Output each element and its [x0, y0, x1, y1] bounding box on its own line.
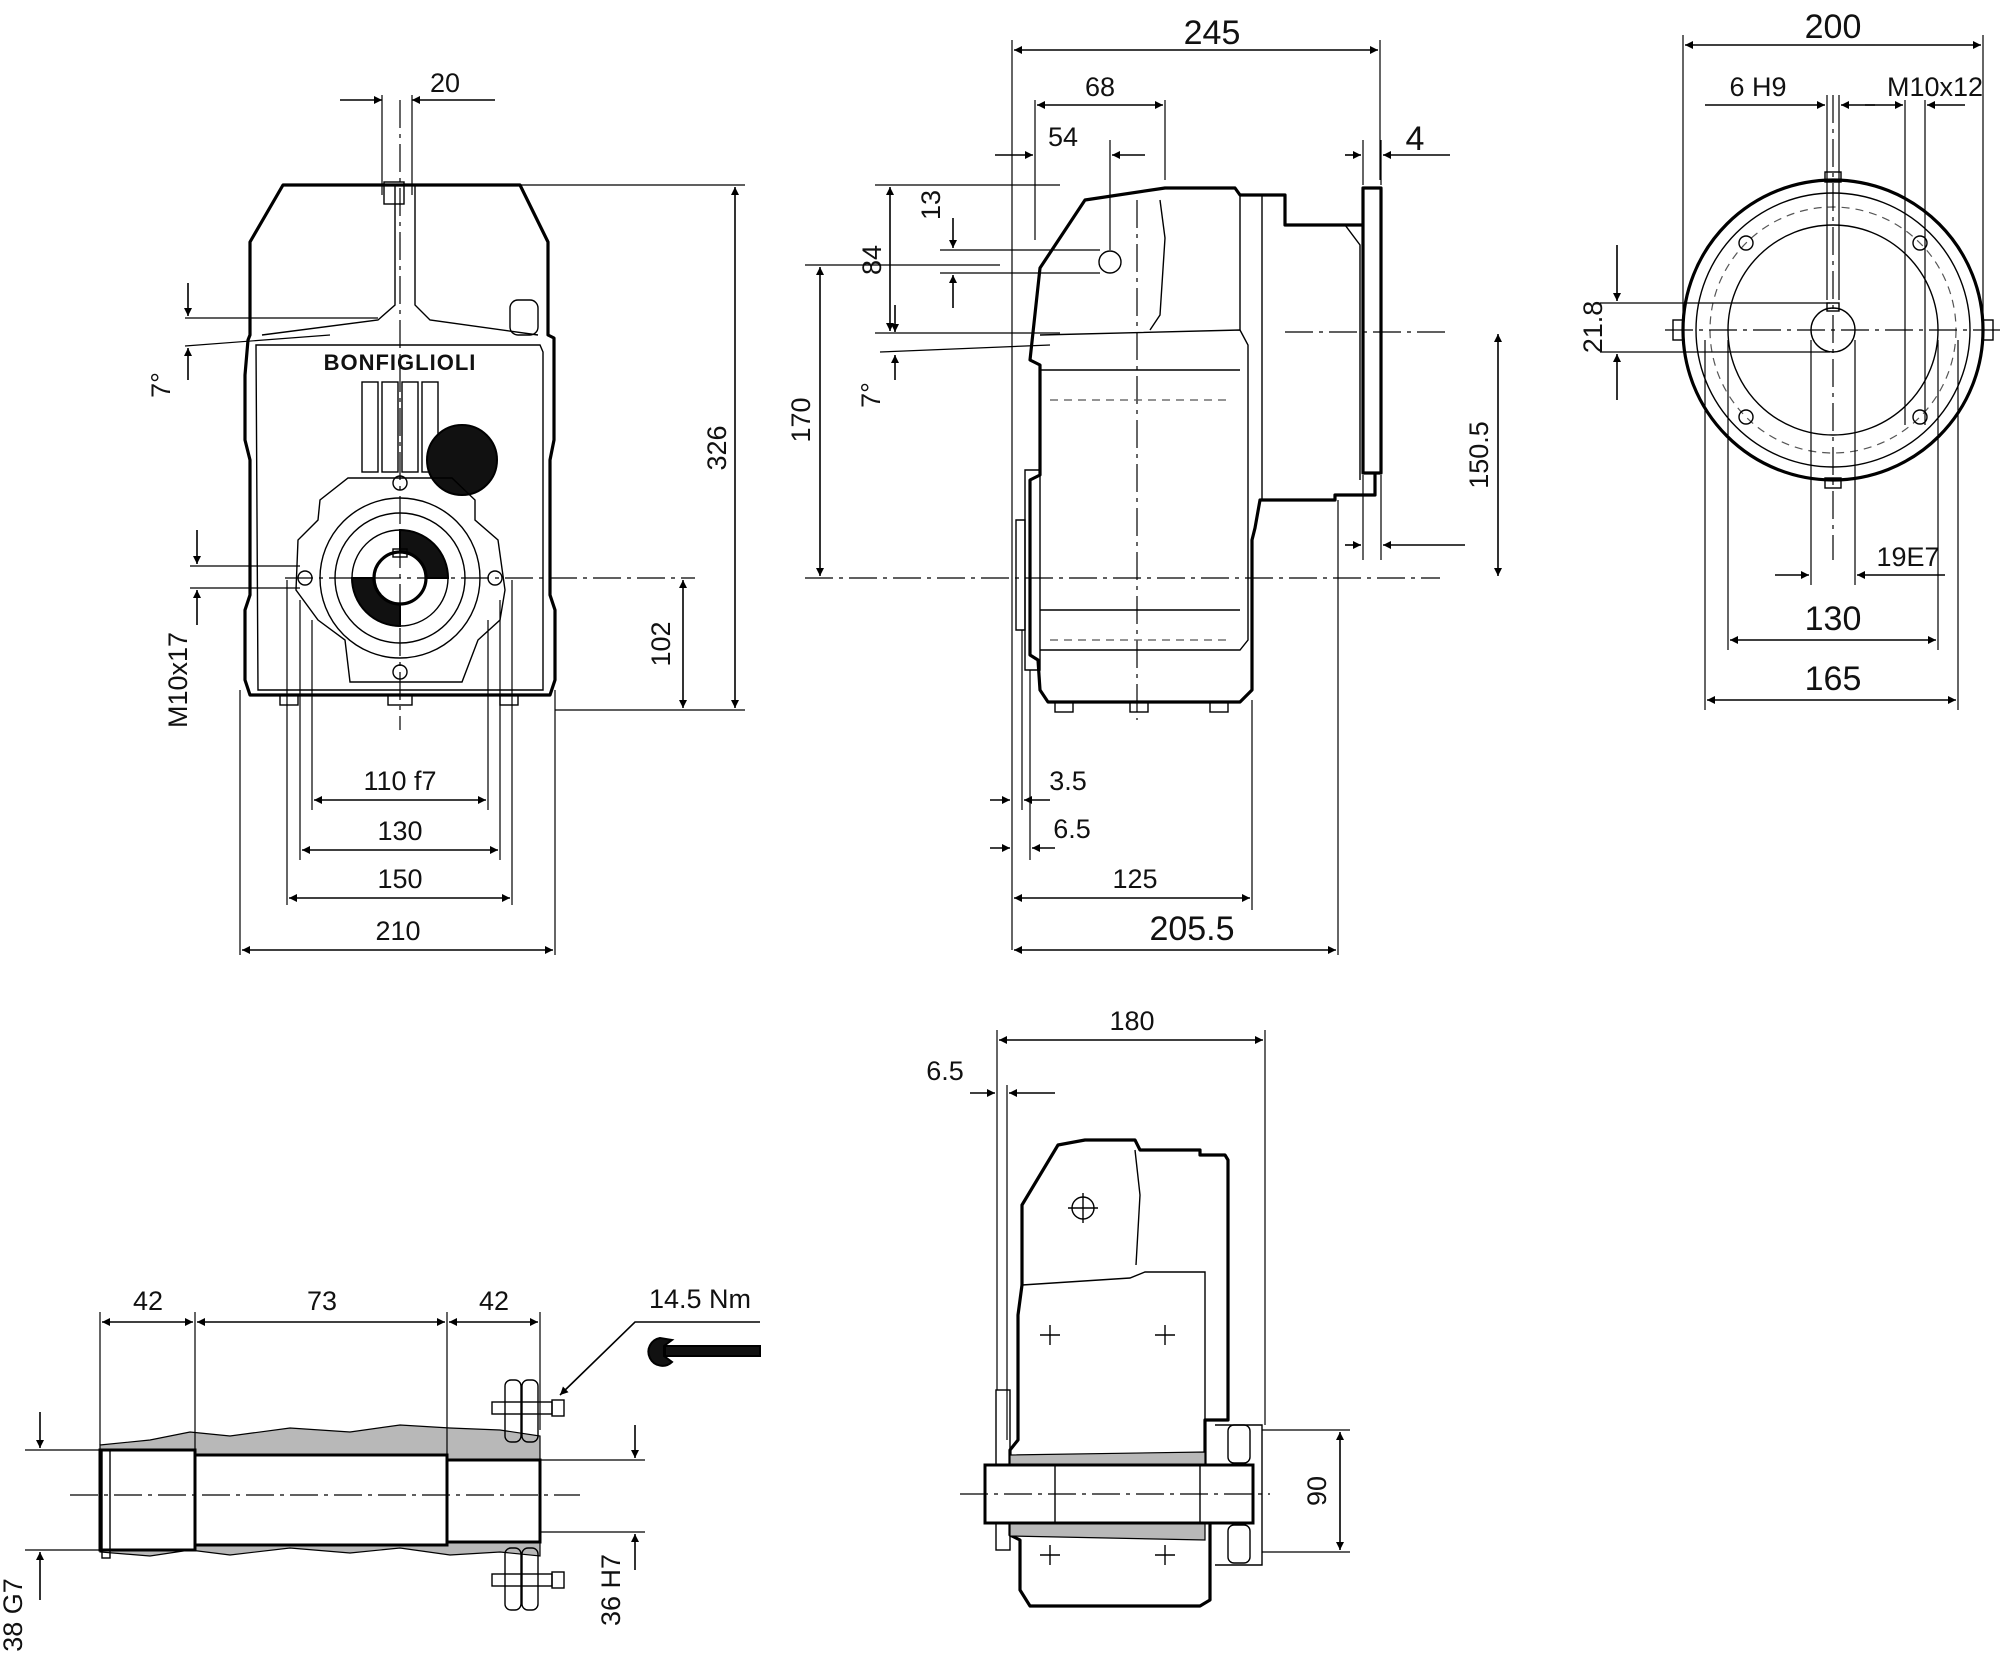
side-output-flange-rim	[1015, 519, 1026, 631]
dim-150-5: 150.5	[1464, 421, 1494, 489]
dim-170: 170	[786, 397, 816, 442]
bottom-view	[960, 1138, 1270, 1608]
dim-150: 150	[377, 864, 422, 894]
front-top-lug	[383, 181, 405, 205]
dim-130-flange: 130	[1805, 600, 1862, 638]
dim-205-5: 205.5	[1149, 910, 1234, 948]
dim-68: 68	[1085, 72, 1115, 102]
front-output-flange	[295, 477, 506, 683]
flange-lug-top	[1824, 171, 1842, 183]
flange-keyway	[1826, 302, 1840, 312]
side-housing	[1028, 186, 1377, 704]
shaft-view-dimensions: 42 73 42 14.5 Nm 38 G7 36 H7	[0, 1284, 760, 1652]
dim-m10x12: M10x12	[1887, 72, 1983, 102]
shaft-left-bushing	[98, 1448, 197, 1552]
dim-4: 4	[1406, 120, 1425, 158]
side-motor-flange	[1361, 186, 1383, 475]
dim-6h9: 6 H9	[1729, 72, 1786, 102]
shaft-end-flange	[101, 1449, 111, 1559]
dim-42-left: 42	[133, 1286, 163, 1316]
dim-38g7: 38 G7	[0, 1578, 28, 1652]
side-body-contour	[1039, 329, 1249, 651]
side-view	[805, 186, 1445, 720]
shaft-right-bushing	[445, 1458, 542, 1544]
dim-angle-7-side: 7°	[856, 382, 886, 408]
dim-245: 245	[1184, 14, 1241, 52]
shaft-view	[70, 1336, 761, 1611]
flange-view-dimensions: 200 6 H9 M10x12 21.8 19E7 130 165	[1578, 8, 1984, 710]
dim-73: 73	[307, 1286, 337, 1316]
dim-19e7: 19E7	[1876, 542, 1939, 572]
dim-84: 84	[857, 245, 887, 275]
bottom-shrink-disc	[1215, 1424, 1263, 1566]
front-view-dimensions: 20 326 102 7° M10x17 110 f7 130 150 210	[146, 68, 745, 955]
dim-130-front: 130	[377, 816, 422, 846]
dim-6-5-bottom: 6.5	[926, 1056, 964, 1086]
dim-102: 102	[646, 621, 676, 666]
dim-90: 90	[1302, 1476, 1332, 1506]
flange-lug-bottom	[1824, 477, 1842, 489]
front-plug-cap	[426, 424, 498, 496]
bottom-bolt-marks	[1040, 1325, 1175, 1565]
shaft-center-section	[193, 1453, 449, 1547]
dim-6-5-side: 6.5	[1053, 814, 1091, 844]
dim-326: 326	[702, 425, 732, 470]
side-adapter-inner	[1285, 224, 1361, 480]
dim-54: 54	[1048, 122, 1078, 152]
front-breather	[509, 299, 539, 336]
front-view	[243, 100, 695, 730]
wrench-icon	[647, 1336, 761, 1367]
dim-36h7: 36 H7	[596, 1554, 626, 1626]
torque-label: 14.5 Nm	[649, 1284, 751, 1314]
dim-42-right: 42	[479, 1286, 509, 1316]
dim-210: 210	[375, 916, 420, 946]
dim-200: 200	[1805, 8, 1862, 46]
dim-180: 180	[1109, 1006, 1154, 1036]
side-view-dimensions: 245 68 54 4 13 84 7° 170 150.5	[786, 14, 1502, 955]
dim-3-5: 3.5	[1049, 766, 1087, 796]
bottom-top-edge	[1134, 1149, 1141, 1266]
front-top-ribs	[261, 185, 539, 336]
dim-125: 125	[1112, 864, 1157, 894]
dim-13: 13	[916, 190, 946, 220]
front-face-panel	[255, 344, 544, 691]
bottom-inner-edge	[1021, 1271, 1206, 1420]
dim-21-8: 21.8	[1578, 301, 1608, 354]
side-feet	[1054, 701, 1229, 713]
side-top-edge	[1149, 199, 1166, 331]
dim-110f7: 110 f7	[363, 766, 436, 796]
dim-angle-7-front: 7°	[146, 372, 176, 398]
flange-view	[1665, 95, 2000, 560]
dim-20: 20	[430, 68, 460, 98]
dim-m10x17: M10x17	[163, 632, 193, 728]
brand-logo: BONFIGLIOLI	[324, 350, 477, 375]
shrink-disc	[491, 1379, 565, 1611]
side-lifting-hole	[1098, 250, 1122, 274]
bottom-view-dimensions: 180 6.5 90	[926, 1006, 1350, 1553]
flange-bolt-holes	[1738, 235, 1928, 425]
dim-165: 165	[1805, 660, 1862, 698]
